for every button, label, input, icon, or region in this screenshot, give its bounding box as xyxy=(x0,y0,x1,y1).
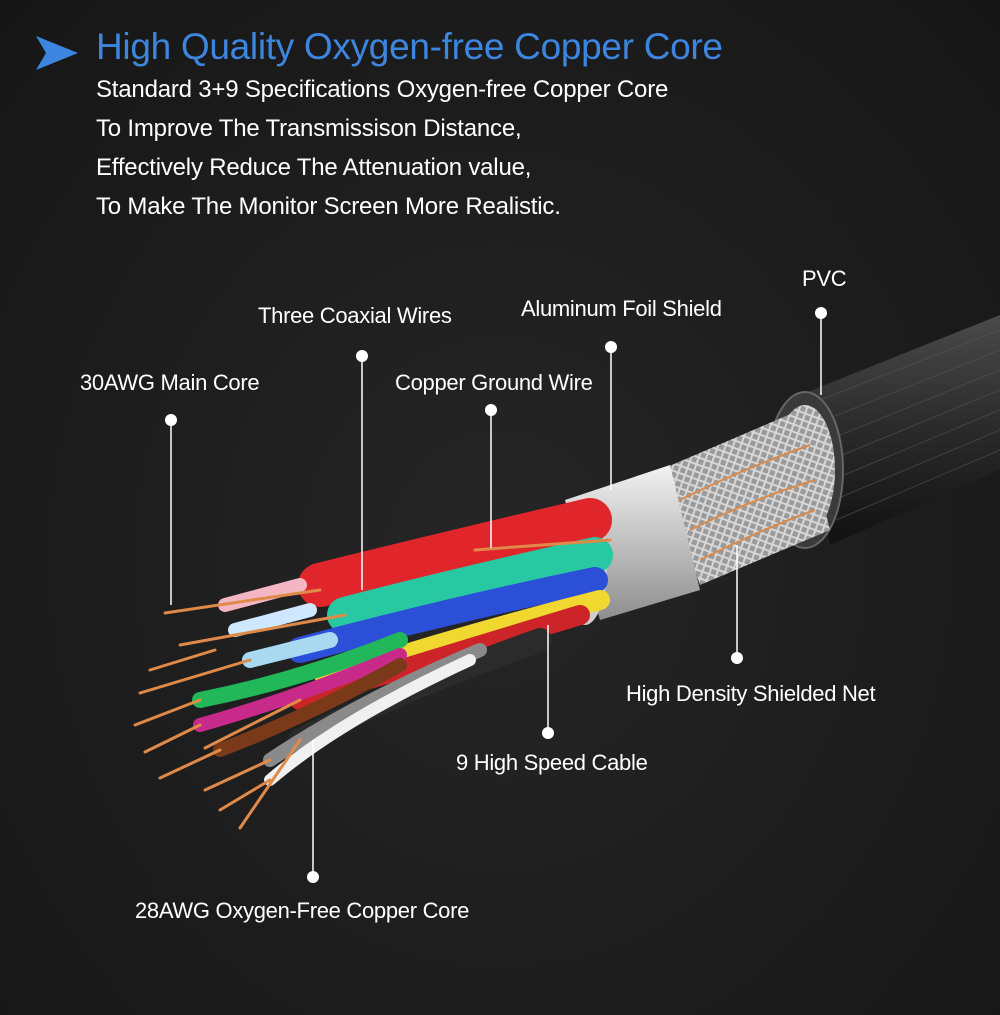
description-line-2: To Improve The Transmissison Distance, xyxy=(96,115,522,142)
copper-strands xyxy=(133,538,612,830)
label-9-high-speed-cable: 9 High Speed Cable xyxy=(456,750,648,775)
label-pvc: PVC xyxy=(802,266,847,291)
label-three-coaxial-wires: Three Coaxial Wires xyxy=(258,303,452,328)
label-aluminum-foil-shield: Aluminum Foil Shield xyxy=(521,296,722,321)
label-30awg-main-core: 30AWG Main Core xyxy=(80,370,260,395)
inner-wires xyxy=(192,498,613,786)
description-line-4: To Make The Monitor Screen More Realisti… xyxy=(96,193,561,220)
description-line-3: Effectively Reduce The Attenuation value… xyxy=(96,154,532,181)
description-line-1: Standard 3+9 Specifications Oxygen-free … xyxy=(96,76,669,103)
arrow-right-icon xyxy=(36,36,78,70)
label-high-density-shielded-net: High Density Shielded Net xyxy=(626,681,876,706)
callout-leaders xyxy=(165,307,827,883)
label-28awg-copper-core: 28AWG Oxygen-Free Copper Core xyxy=(135,898,470,923)
label-copper-ground-wire: Copper Ground Wire xyxy=(395,370,593,395)
page-title: High Quality Oxygen-free Copper Core xyxy=(96,26,723,67)
shielded-net xyxy=(660,405,835,585)
